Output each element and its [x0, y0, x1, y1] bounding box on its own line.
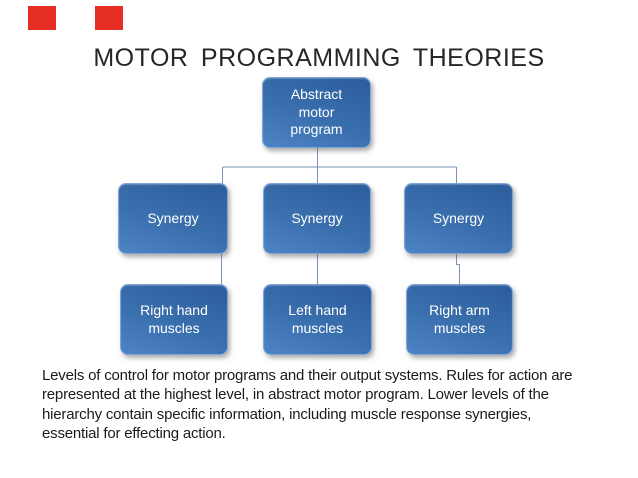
node-label: Synergy [432, 209, 485, 226]
node-right-arm-muscles: Right arm muscles [406, 284, 513, 355]
slide-caption: Levels of control for motor programs and… [42, 366, 573, 444]
node-synergy-3: Synergy [404, 183, 513, 254]
hierarchy-diagram: Abstract motor program Synergy Synergy S… [118, 77, 513, 355]
red-marker-block-1 [28, 6, 56, 30]
node-synergy-2: Synergy [263, 183, 371, 254]
node-label: Abstract motor program [290, 86, 343, 138]
caption-line-4: essential for effecting action. [42, 425, 226, 443]
node-label: Left hand muscles [288, 302, 347, 336]
red-marker-block-2 [95, 6, 123, 30]
node-synergy-1: Synergy [118, 183, 228, 254]
node-label: Right arm muscles [429, 302, 490, 336]
slide-title: MOTOR PROGRAMMING THEORIES [93, 44, 545, 72]
node-label: Synergy [147, 209, 199, 226]
connector-lines [221, 148, 460, 285]
node-label: Synergy [291, 209, 343, 226]
caption-line-2: represented at the highest level, in abs… [42, 386, 549, 404]
caption-line-3: hierarchy contain specific information, … [42, 405, 532, 423]
caption-line-1: Levels of control for motor programs and… [42, 367, 573, 384]
node-abstract-motor-program: Abstract motor program [262, 77, 371, 148]
node-right-hand-muscles: Right hand muscles [120, 284, 228, 355]
node-left-hand-muscles: Left hand muscles [263, 284, 372, 355]
node-label: Right hand muscles [140, 302, 208, 336]
